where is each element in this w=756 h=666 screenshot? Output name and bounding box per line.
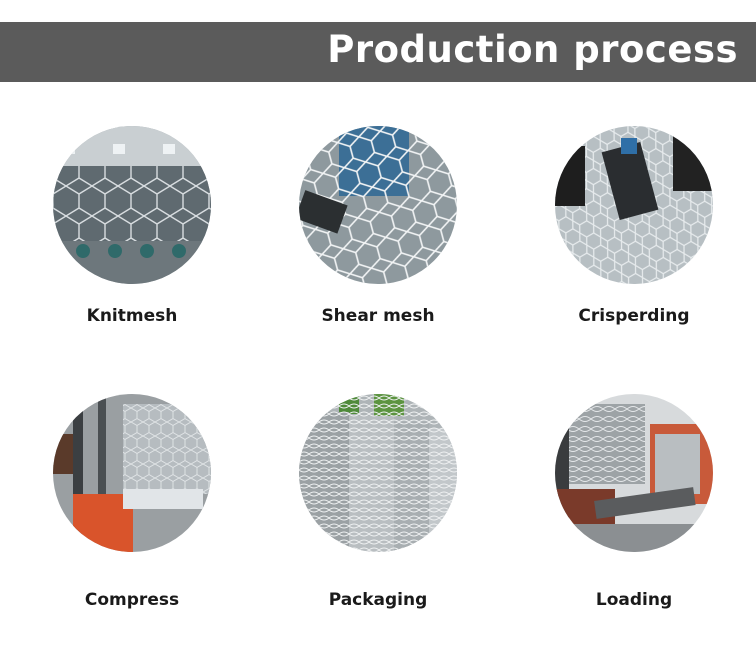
step-loading: Loading — [514, 394, 754, 610]
compress-photo — [53, 394, 211, 552]
step-label-knitmesh: Knitmesh — [86, 306, 178, 326]
shear-mesh-photo — [299, 126, 457, 284]
page-title: Production process — [327, 28, 738, 71]
header-bar: Production process — [0, 22, 756, 82]
step-label-shear-mesh: Shear mesh — [321, 306, 435, 326]
step-compress: Compress — [12, 394, 252, 610]
step-knitmesh: Knitmesh — [12, 126, 252, 326]
packaging-photo — [299, 394, 457, 552]
step-packaging: Packaging — [258, 394, 498, 610]
knitmesh-photo — [53, 126, 211, 284]
step-label-packaging: Packaging — [328, 590, 428, 610]
step-shear-mesh: Shear mesh — [258, 126, 498, 326]
crisperding-photo — [555, 126, 713, 284]
step-label-crisperding: Crisperding — [578, 306, 690, 326]
step-crisperding: Crisperding — [514, 126, 754, 326]
step-label-loading: Loading — [595, 590, 673, 610]
step-label-compress: Compress — [84, 590, 180, 610]
loading-photo — [555, 394, 713, 552]
